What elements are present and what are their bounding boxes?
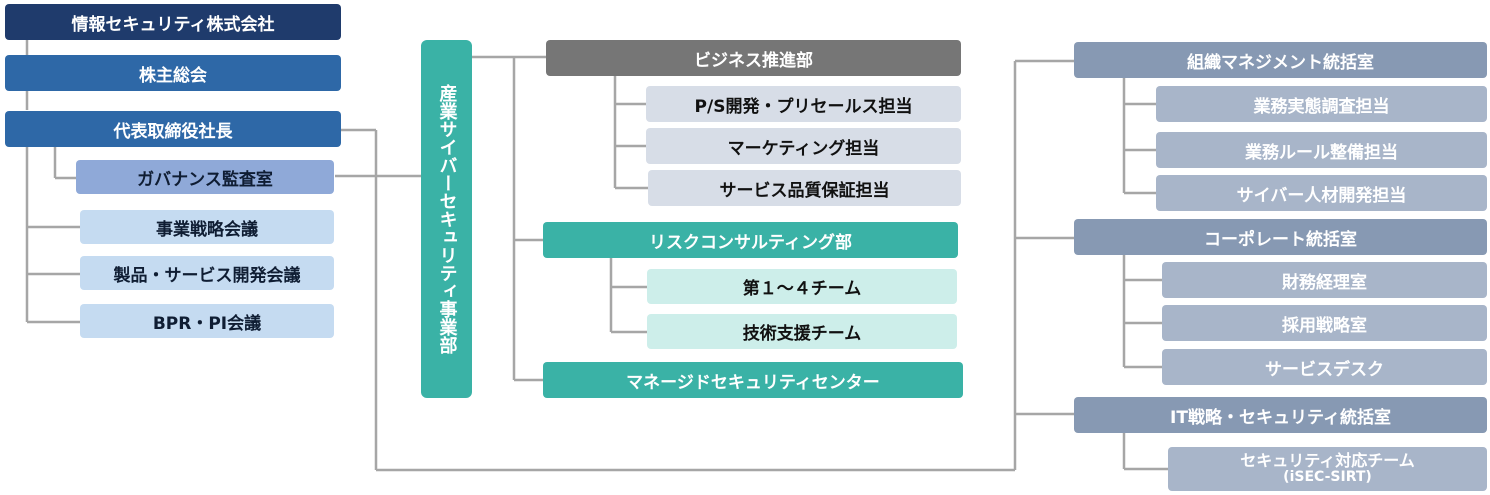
cyber-talent-dev-box: サイバー人材開発担当 [1156, 175, 1487, 211]
governance-audit-box: ガバナンス監査室 [76, 160, 334, 194]
industrial-cyber-division-box: 産業サイバーセキュリティ事業部 [421, 40, 472, 398]
security-response-team-box: セキュリティ対応チーム (iSEC-SIRT) [1168, 447, 1487, 491]
service-quality-box: サービス品質保証担当 [648, 170, 961, 206]
security-response-team-sublabel: (iSEC-SIRT) [1283, 469, 1372, 485]
ps-dev-presales-box: P/S開発・プリセールス担当 [646, 86, 961, 122]
recruitment-strategy-box: 採用戦略室 [1162, 305, 1487, 341]
bpr-pi-meeting-box: BPR・PI会議 [80, 304, 334, 338]
service-desk-box: サービスデスク [1162, 349, 1487, 385]
org-management-office-box: 組織マネジメント統括室 [1074, 42, 1487, 78]
it-security-office-box: IT戦略・セキュリティ統括室 [1074, 397, 1487, 433]
managed-security-center-box: マネージドセキュリティセンター [543, 362, 963, 398]
finance-accounting-box: 財務経理室 [1162, 262, 1487, 298]
business-strategy-meeting-box: 事業戦略会議 [80, 210, 334, 244]
operations-rules-box: 業務ルール整備担当 [1156, 132, 1487, 168]
shareholders-meeting-box: 株主総会 [5, 55, 341, 91]
teams-1-4-box: 第１～４チーム [647, 269, 957, 304]
risk-consulting-dept-box: リスクコンサルティング部 [543, 222, 958, 258]
company-box: 情報セキュリティ株式会社 [5, 4, 341, 40]
business-promotion-dept-box: ビジネス推進部 [546, 40, 961, 76]
marketing-box: マーケティング担当 [646, 128, 961, 164]
ceo-box: 代表取締役社長 [5, 111, 341, 147]
product-service-meeting-box: 製品・サービス開発会議 [80, 256, 334, 290]
operations-survey-box: 業務実態調査担当 [1156, 86, 1487, 122]
tech-support-team-box: 技術支援チーム [647, 314, 957, 349]
corporate-office-box: コーポレート統括室 [1074, 219, 1487, 255]
security-response-team-label: セキュリティ対応チーム [1240, 451, 1415, 470]
